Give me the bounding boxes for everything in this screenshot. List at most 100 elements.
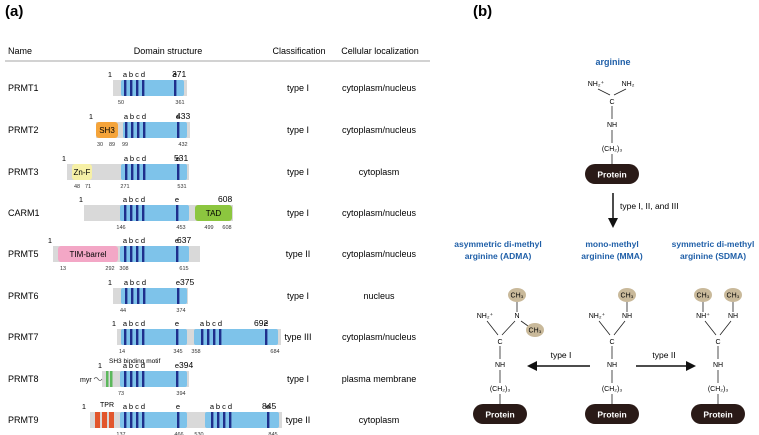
motif-letter: b xyxy=(129,236,133,245)
adma-title-line2: arginine (ADMA) xyxy=(465,251,532,261)
classification: type I xyxy=(287,208,309,218)
protein-label: Protein xyxy=(597,410,626,420)
tpr-repeat xyxy=(95,412,100,428)
header-localization: Cellular localization xyxy=(341,46,419,56)
residue-position: 530 xyxy=(194,432,203,435)
methyl-label: CH₃ xyxy=(529,328,542,335)
classification: type I xyxy=(287,374,309,384)
cellular-localization: plasma membrane xyxy=(342,374,417,384)
residue-position: 499 xyxy=(204,225,213,231)
nh-label: NH xyxy=(607,362,617,369)
cellular-localization: cytoplasm/nucleus xyxy=(342,125,417,135)
atom-label: NH₂ xyxy=(622,81,635,88)
protein-name: CARM1 xyxy=(8,208,40,218)
residue-position: 608 xyxy=(222,225,231,231)
motif-bar xyxy=(130,412,133,428)
motif-bar xyxy=(124,205,127,221)
protein-length: 608 xyxy=(218,194,232,204)
cellular-localization: cytoplasm/nucleus xyxy=(342,208,417,218)
motif-bar xyxy=(130,205,133,221)
methyl-label: CH₃ xyxy=(697,293,710,300)
residue-position: 615 xyxy=(179,266,188,272)
motif-letter-e: e xyxy=(175,195,179,204)
motif-bar xyxy=(177,122,180,138)
protein-name: PRMT6 xyxy=(8,291,39,301)
cellular-localization: cytoplasm/nucleus xyxy=(342,249,417,259)
motif-bar xyxy=(207,329,210,345)
residue-position: 146 xyxy=(116,225,125,231)
motif-bar xyxy=(223,412,226,428)
panel-b-label: (b) xyxy=(473,3,492,20)
residue-position: 845 xyxy=(268,432,277,435)
motif-letter: c xyxy=(136,112,140,121)
motif-letter: d xyxy=(141,361,145,370)
extra-domain-tim-barrel xyxy=(58,246,118,262)
motif-letter: c xyxy=(222,402,226,411)
protein-label: Protein xyxy=(703,410,732,420)
atom-label: NH₂⁺ xyxy=(477,312,494,320)
nh-label: NH xyxy=(495,362,505,369)
cellular-localization: cytoplasm/nucleus xyxy=(342,83,417,93)
type2-arrow-head xyxy=(686,361,696,371)
ch2-label: (CH₂)₃ xyxy=(708,386,728,393)
motif-letter-e: e xyxy=(176,112,180,121)
motif-bar xyxy=(142,329,145,345)
motif-bar xyxy=(217,412,220,428)
motif-bar xyxy=(176,246,179,262)
motif-bar xyxy=(211,412,214,428)
sdma-title-line1: symmetric di-methyl xyxy=(672,239,755,249)
motif-letter: b xyxy=(129,195,133,204)
motif-bar xyxy=(142,412,145,428)
main-arrow-label: type I, II, and III xyxy=(620,201,679,211)
motif-letter: a xyxy=(124,112,129,121)
type1-arrow-label: type I xyxy=(551,350,572,360)
residue-position: 394 xyxy=(176,391,185,397)
residue-position: 466 xyxy=(174,432,183,435)
residue-position: 374 xyxy=(176,308,185,314)
motif-bar xyxy=(177,412,180,428)
motif-bar xyxy=(136,80,139,96)
extra-domain-sh3 xyxy=(96,122,118,138)
motif-letter: b xyxy=(130,112,134,121)
atom-label: NH₂⁺ xyxy=(589,312,606,320)
motif-letter: b xyxy=(129,361,133,370)
type1-arrow-head xyxy=(527,361,537,371)
start-residue: 1 xyxy=(89,112,93,121)
motif-letter: c xyxy=(136,278,140,287)
motif-letter: c xyxy=(135,70,139,79)
chemical-bond xyxy=(613,88,627,96)
tpr-label: TPR xyxy=(100,402,114,409)
motif-letter: a xyxy=(123,236,128,245)
protein-name: PRMT5 xyxy=(8,249,39,259)
cellular-localization: cytoplasm/nucleus xyxy=(342,332,417,342)
motif-bar xyxy=(136,329,139,345)
methyl-label: CH₃ xyxy=(727,293,740,300)
motif-letter: b xyxy=(206,319,210,328)
motif-bar xyxy=(125,288,128,304)
motif-bar xyxy=(130,371,133,387)
protein-length: 637 xyxy=(177,235,191,245)
motif-letter: d xyxy=(141,319,145,328)
protein-pill xyxy=(691,404,745,424)
motif-bar xyxy=(176,329,179,345)
motif-bar xyxy=(136,205,139,221)
motif-bar xyxy=(130,329,133,345)
extra-domain-label: TIM-barrel xyxy=(70,250,107,259)
start-residue: 1 xyxy=(79,195,83,204)
carbon-label: C xyxy=(497,339,502,346)
carbon-label: C xyxy=(609,339,614,346)
chemical-bond xyxy=(719,320,732,336)
main-arrow-head xyxy=(608,218,618,228)
motif-letter: c xyxy=(212,319,216,328)
protein-pill xyxy=(585,404,639,424)
